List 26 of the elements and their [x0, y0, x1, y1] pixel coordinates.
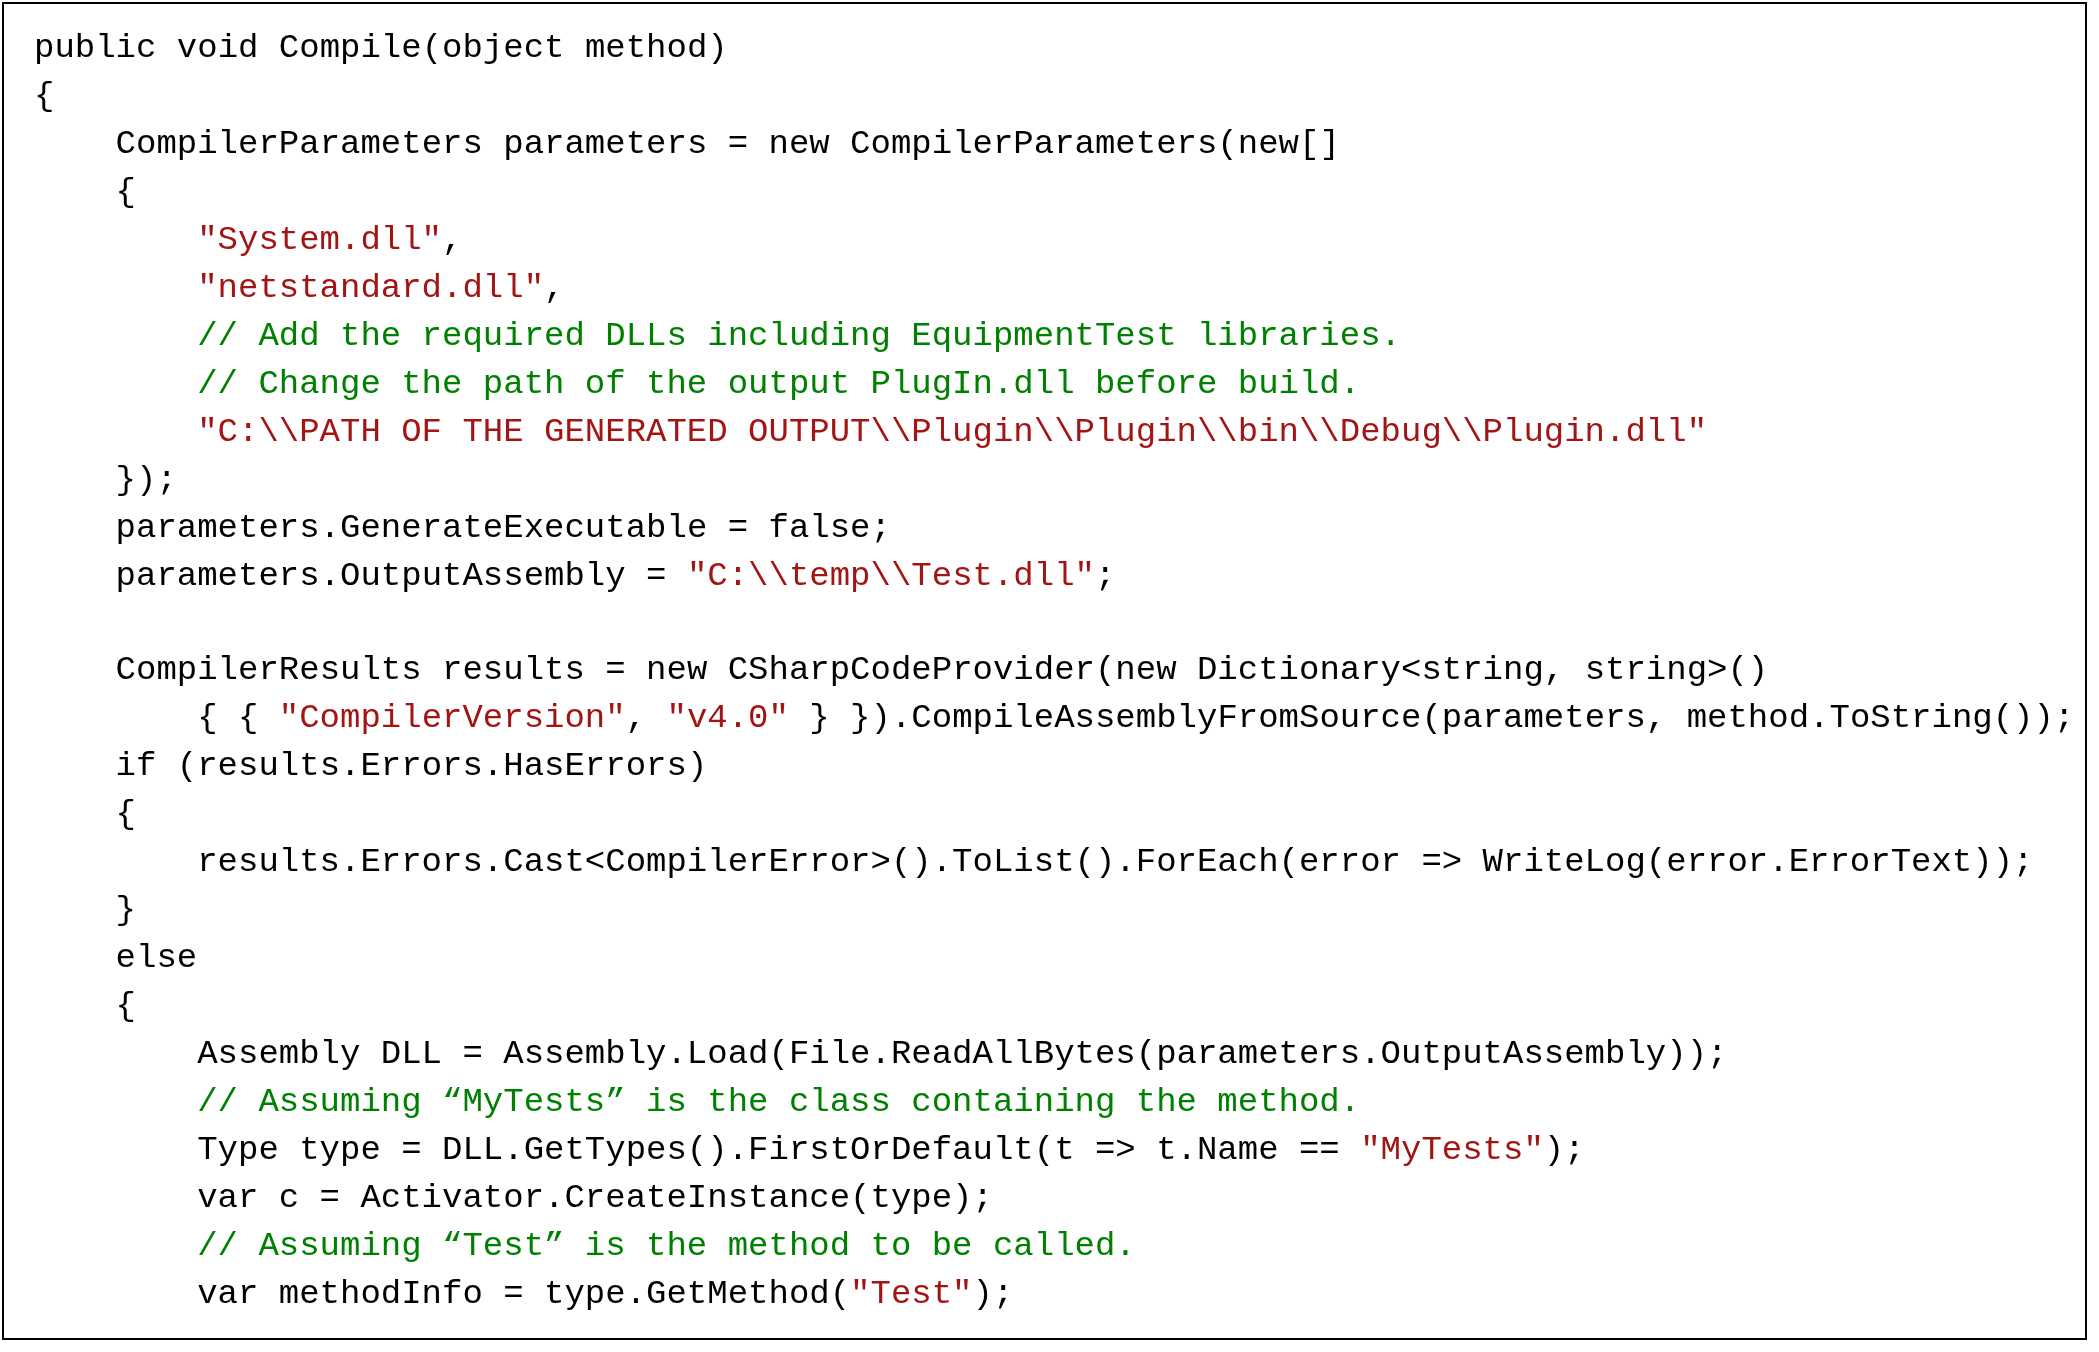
code-line: CompilerParameters parameters = new CompilerParameters(new[] [115, 124, 1340, 165]
code-line: parameters.GenerateExecutable = false; [115, 508, 891, 549]
code-line: "netstandard.dll", [197, 268, 565, 309]
code-line: public void Compile(object method) [34, 28, 728, 69]
code-line: "C:\\PATH OF THE GENERATED OUTPUT\\Plugin\\Plugin\\bin\\Debug\\Plugin.dll" [197, 412, 1708, 453]
code-line: { [115, 794, 136, 835]
code-line: }); [115, 460, 177, 501]
code-line: { [115, 986, 136, 1027]
code-line: { [34, 76, 55, 117]
code-line: results.Errors.Cast<CompilerError>().ToList().ForEach(error => WriteLog(error.ErrorText)); [197, 842, 2034, 883]
code-line: } [115, 890, 136, 931]
code-line: parameters.OutputAssembly = "C:\\temp\\Test.dll"; [115, 556, 1116, 597]
code-line: // Assuming “Test” is the method to be called. [197, 1226, 1136, 1267]
code-line: Type type = DLL.GetTypes().FirstOrDefault(t => t.Name == "MyTests"); [197, 1130, 1585, 1171]
code-line: { [115, 172, 136, 213]
code-line: Assembly DLL = Assembly.Load(File.ReadAllBytes(parameters.OutputAssembly)); [197, 1034, 1728, 1075]
code-line: "System.dll", [197, 220, 463, 261]
code-line: { { "CompilerVersion", "v4.0" } }).CompileAssemblyFromSource(parameters, method.ToString()); [197, 698, 2075, 739]
code-line: if (results.Errors.HasErrors) [115, 746, 708, 787]
code-line: var c = Activator.CreateInstance(type); [197, 1178, 993, 1219]
code-line: CompilerResults results = new CSharpCodeProvider(new Dictionary<string, string>() [115, 650, 1769, 691]
code-line: // Add the required DLLs including EquipmentTest libraries. [197, 316, 1401, 357]
code-line: else [115, 938, 198, 979]
code-line: // Assuming “MyTests” is the class containing the method. [197, 1082, 1361, 1123]
code-line: // Change the path of the output PlugIn.dll before build. [197, 364, 1361, 405]
code-line: var methodInfo = type.GetMethod("Test"); [197, 1274, 1014, 1315]
